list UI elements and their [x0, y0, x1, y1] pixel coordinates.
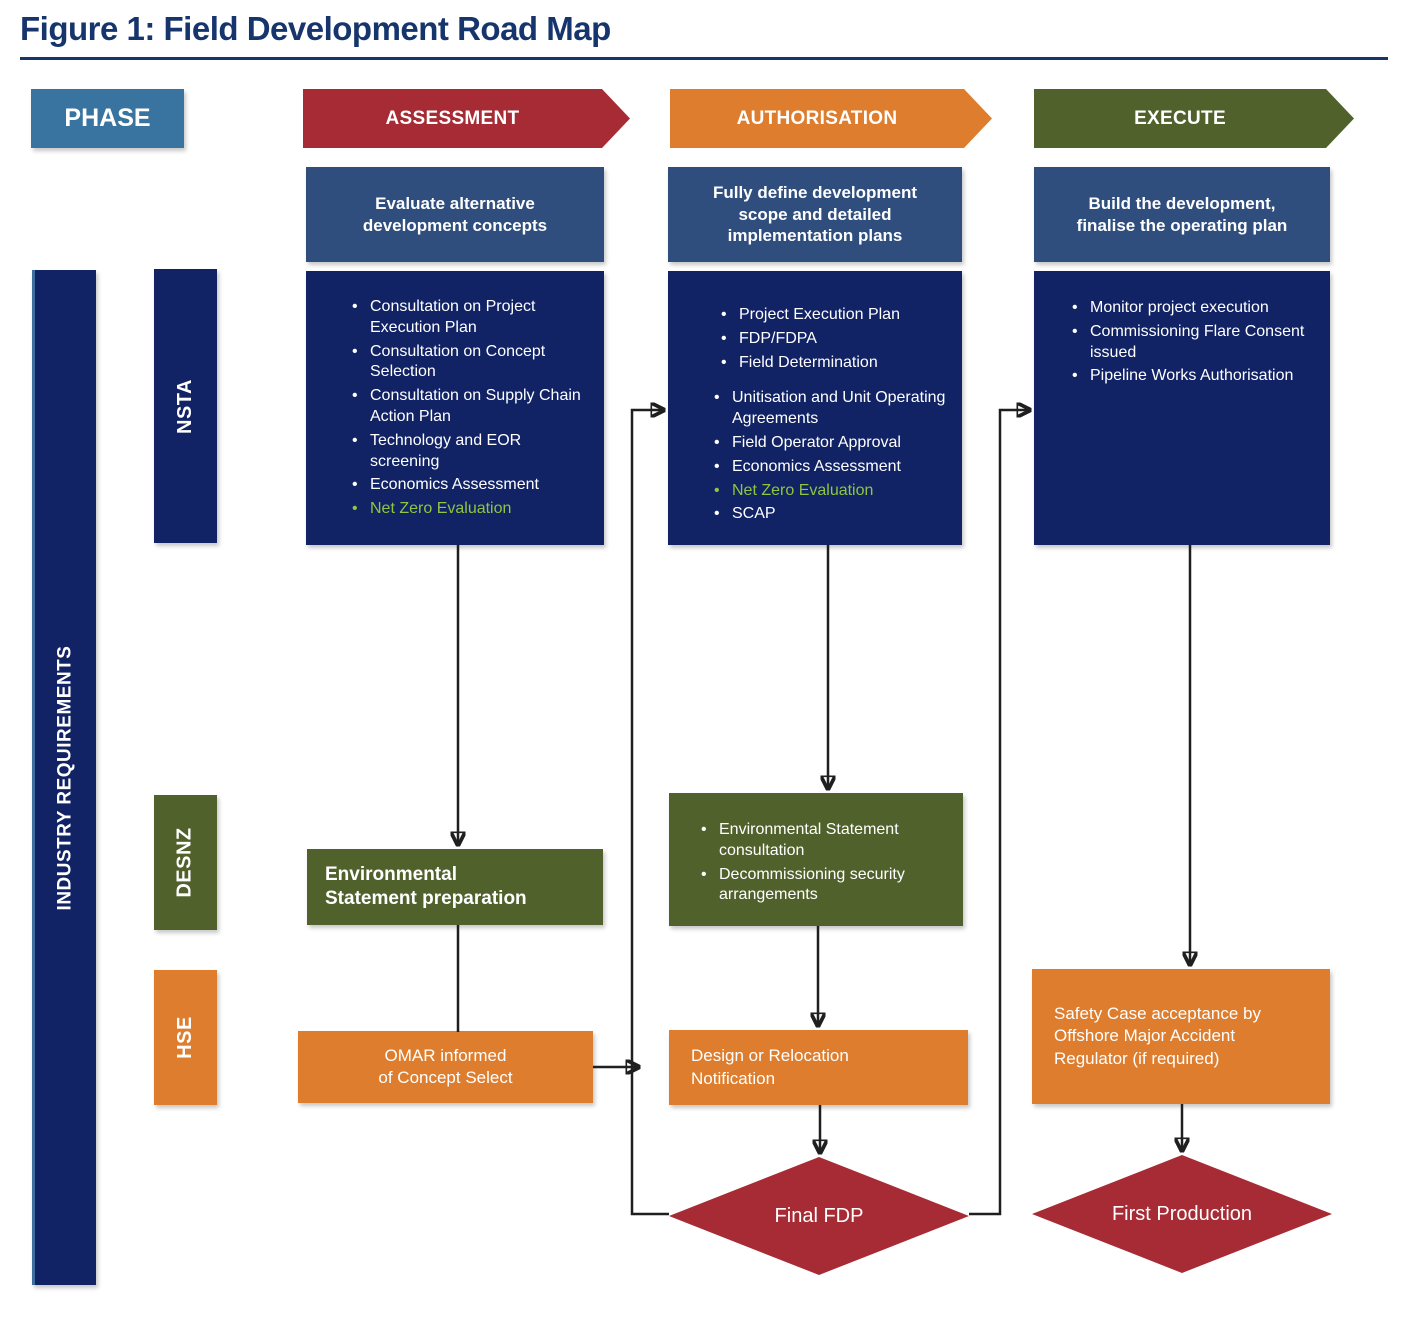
safety-case-box: Safety Case acceptance by Offshore Major…: [1032, 969, 1330, 1104]
environmental-statement-preparation-box: Environmental Statement preparation: [307, 849, 603, 925]
nsta-execute-bullets: Monitor project executionCommissioning F…: [1070, 298, 1322, 387]
bullet-item: Consultation on Project Execution Plan: [350, 297, 590, 339]
industry-requirements-band: INDUSTRY REQUIREMENTS: [32, 270, 96, 1285]
milestone-final-fdp: Final FDP: [669, 1157, 969, 1275]
bullet-item: Consultation on Supply Chain Action Plan: [350, 386, 590, 428]
nsta-authorisation-bullets-group2: Unitisation and Unit Operating Agreement…: [712, 388, 952, 525]
phase-header-label: PHASE: [31, 89, 184, 148]
bullet-item: Net Zero Evaluation: [712, 481, 952, 502]
desnz-authorisation-box: Environmental Statement consultationDeco…: [669, 793, 963, 926]
bullet-item: Net Zero Evaluation: [350, 499, 590, 520]
bullet-item: Economics Assessment: [350, 475, 590, 496]
bullet-item: Commissioning Flare Consent issued: [1070, 322, 1322, 364]
bullet-item: Decommissioning security arrangements: [699, 865, 955, 907]
bullet-item: Pipeline Works Authorisation: [1070, 366, 1322, 387]
connector-riser-to-nsta2: [630, 410, 669, 1216]
bullet-item: Economics Assessment: [712, 457, 952, 478]
row-label-nsta: NSTA: [154, 269, 217, 543]
bullet-item: FDP/FDPA: [719, 329, 952, 350]
desnz-authorisation-bullets: Environmental Statement consultationDeco…: [699, 820, 955, 906]
phase-arrow-authorisation: AUTHORISATION: [670, 89, 992, 148]
bullet-item: Monitor project execution: [1070, 298, 1322, 319]
phase-arrow-execute: EXECUTE: [1034, 89, 1354, 148]
nsta-authorisation-box: Project Execution PlanFDP/FDPA Field Dete…: [668, 271, 962, 545]
bullet-item: Field Determination: [719, 353, 952, 374]
bullet-item: Project Execution Plan: [719, 305, 952, 326]
industry-requirements-label: INDUSTRY REQUIREMENTS: [54, 645, 76, 910]
bullet-item: Technology and EOR screening: [350, 431, 590, 473]
nsta-authorisation-bullets-group1: Project Execution PlanFDP/FDPA Field Dete…: [719, 305, 952, 373]
connector-fdp-to-nsta3: [969, 410, 1029, 1216]
row-label-desnz: DESNZ: [154, 795, 217, 930]
omar-informed-box: OMAR informed of Concept Select: [298, 1031, 593, 1103]
bullet-item: Field Operator Approval: [712, 433, 952, 454]
title-divider: [20, 57, 1388, 60]
nsta-assessment-box: Consultation on Project Execution PlanCo…: [306, 271, 604, 545]
phase-arrow-assessment: ASSESSMENT: [303, 89, 630, 148]
figure-title: Figure 1: Field Development Road Map: [20, 10, 611, 47]
milestone-first-production: First Production: [1032, 1155, 1332, 1273]
summary-execute: Build the development, finalise the oper…: [1034, 167, 1330, 262]
summary-assessment: Evaluate alternative development concept…: [306, 167, 604, 262]
bullet-item: Consultation on Concept Selection: [350, 342, 590, 384]
row-label-hse: HSE: [154, 970, 217, 1105]
bullet-item: Unitisation and Unit Operating Agreement…: [712, 388, 952, 430]
bullet-item: Environmental Statement consultation: [699, 820, 955, 862]
bullet-item: SCAP: [712, 504, 952, 525]
nsta-execute-box: Monitor project executionCommissioning F…: [1034, 271, 1330, 545]
summary-authorisation: Fully define development scope and detai…: [668, 167, 962, 262]
nsta-assessment-bullets: Consultation on Project Execution PlanCo…: [350, 297, 590, 520]
design-or-relocation-box: Design or Relocation Notification: [669, 1030, 968, 1105]
